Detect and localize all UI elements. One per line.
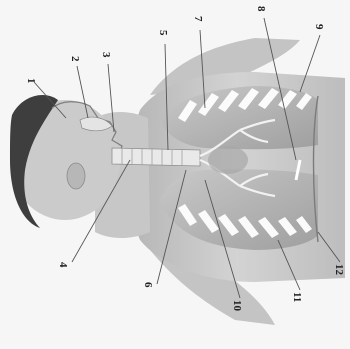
trachea <box>112 148 200 166</box>
callout-5: 5 <box>157 30 169 36</box>
callout-6: 6 <box>142 282 154 288</box>
heart <box>208 146 248 174</box>
callout-8: 8 <box>255 6 267 12</box>
ear <box>67 163 85 189</box>
callout-4: 4 <box>57 262 69 268</box>
callout-2: 2 <box>69 56 81 62</box>
callout-1: 1 <box>25 78 37 84</box>
callout-7: 7 <box>192 16 204 22</box>
callout-3: 3 <box>100 52 112 58</box>
callout-12: 12 <box>333 264 345 276</box>
callout-11: 11 <box>291 292 303 302</box>
callout-10: 10 <box>231 300 243 312</box>
callout-9: 9 <box>313 24 325 30</box>
